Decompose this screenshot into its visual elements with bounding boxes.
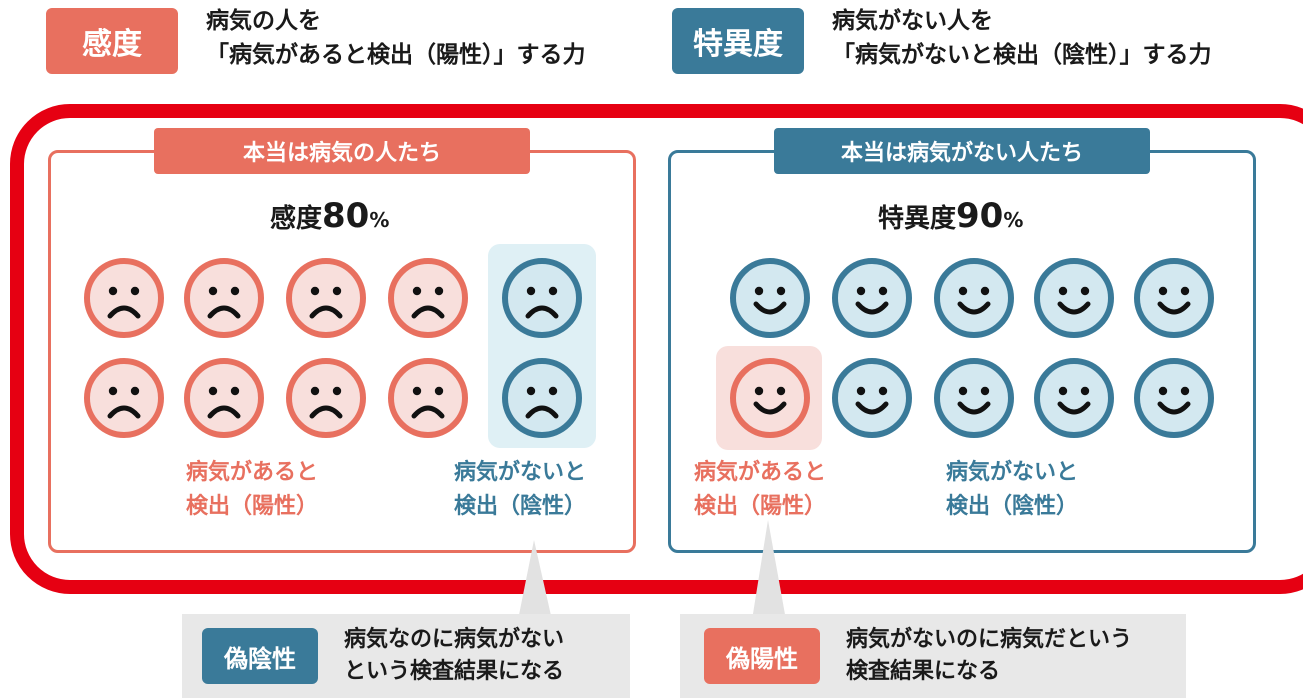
healthy-positive-label: 病気があると 検出（陽性） (694, 456, 826, 524)
sensitivity-definition-line-2: 「病気があると検出（陽性）」する力 (206, 42, 586, 68)
happy-face-icon-negative (1032, 256, 1116, 340)
specificity-definition: 病気がない人を 「病気がないと検出（陰性）」する力 (832, 4, 1212, 72)
sad-face-icon-positive (386, 256, 470, 340)
false-positive-description-line-2: 検査結果になる (846, 659, 1001, 684)
happy-face-icon-negative (1132, 256, 1216, 340)
healthy-positive-label-line-1: 病気があると (694, 460, 827, 485)
sensitivity-metric-label: 感度 (270, 204, 323, 234)
healthy-panel-title: 本当は病気がない人たち (774, 128, 1150, 174)
sad-face-icon-positive (182, 256, 266, 340)
sad-face-icon-negative (500, 356, 584, 440)
happy-face-icon-negative (932, 356, 1016, 440)
healthy-negative-label: 病気がないと 検出（陰性） (946, 456, 1078, 524)
sad-face-icon-positive (284, 356, 368, 440)
false-positive-description: 病気がないのに病気だという 検査結果になる (846, 624, 1132, 688)
sick-negative-label-line-1: 病気がないと (454, 460, 587, 485)
healthy-positive-label-line-2: 検出（陽性） (694, 494, 827, 519)
specificity-metric: 特異度 90 % (878, 196, 1023, 236)
false-negative-pointer (518, 540, 552, 620)
specificity-definition-line-2: 「病気がないと検出（陰性）」する力 (832, 42, 1212, 68)
sad-face-icon-positive (182, 356, 266, 440)
happy-face-icon-negative (830, 256, 914, 340)
sad-face-icon-negative (500, 256, 584, 340)
sick-positive-label-line-1: 病気があると (186, 460, 319, 485)
specificity-metric-value: 90 (956, 196, 1004, 236)
happy-face-icon-negative (830, 356, 914, 440)
sick-positive-label-line-2: 検出（陽性） (186, 494, 319, 519)
sensitivity-badge: 感度 (46, 8, 178, 74)
sick-negative-label: 病気がないと 検出（陰性） (454, 456, 586, 524)
specificity-metric-label: 特異度 (878, 204, 957, 234)
sad-face-icon-positive (284, 256, 368, 340)
false-positive-badge: 偽陽性 (704, 628, 820, 684)
happy-face-icon-negative (728, 256, 812, 340)
false-positive-pointer (752, 520, 786, 620)
specificity-metric-unit: % (1003, 208, 1024, 232)
happy-face-icon-negative (1132, 356, 1216, 440)
happy-face-icon-positive (728, 356, 812, 440)
healthy-negative-label-line-2: 検出（陰性） (946, 494, 1079, 519)
false-positive-description-line-1: 病気がないのに病気だという (846, 627, 1133, 652)
sad-face-icon-positive (82, 356, 166, 440)
sick-negative-label-line-2: 検出（陰性） (454, 494, 587, 519)
sad-face-icon-positive (386, 356, 470, 440)
sick-panel-title: 本当は病気の人たち (154, 128, 530, 174)
sad-face-icon-positive (82, 256, 166, 340)
false-negative-description: 病気なのに病気がない という検査結果になる (344, 624, 564, 688)
sensitivity-metric-unit: % (369, 208, 390, 232)
sensitivity-definition-line-1: 病気の人を (206, 8, 321, 34)
happy-face-icon-negative (932, 256, 1016, 340)
false-negative-badge: 偽陰性 (202, 628, 318, 684)
sick-positive-label: 病気があると 検出（陽性） (186, 456, 318, 524)
healthy-negative-label-line-1: 病気がないと (946, 460, 1079, 485)
specificity-badge: 特異度 (672, 8, 804, 74)
sensitivity-definition: 病気の人を 「病気があると検出（陽性）」する力 (206, 4, 586, 72)
false-negative-description-line-1: 病気なのに病気がない (344, 627, 565, 652)
highlight-frame (10, 104, 1303, 594)
sensitivity-metric-value: 80 (322, 196, 370, 236)
specificity-definition-line-1: 病気がない人を (832, 8, 993, 34)
happy-face-icon-negative (1032, 356, 1116, 440)
false-negative-description-line-2: という検査結果になる (344, 659, 565, 684)
sensitivity-metric: 感度 80 % (270, 196, 389, 236)
